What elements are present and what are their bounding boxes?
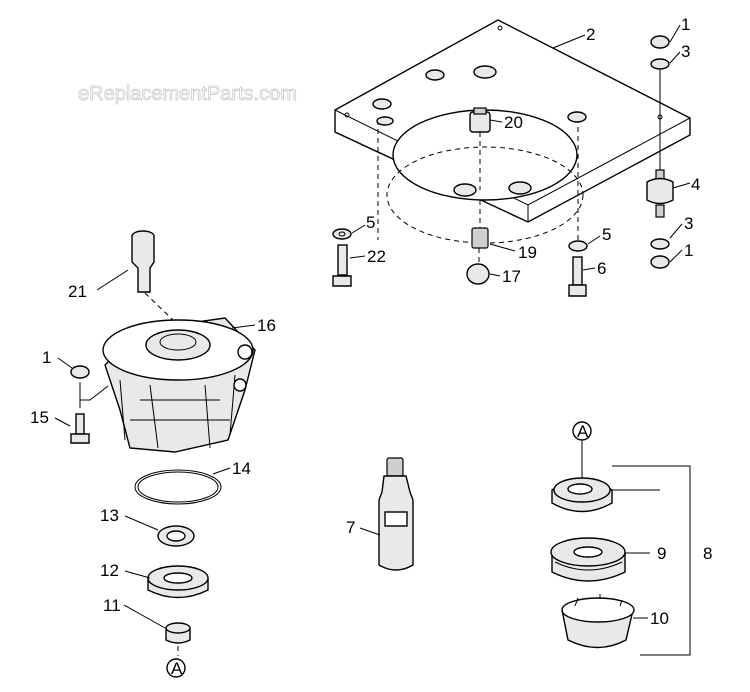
callout-13: 13 — [100, 506, 119, 525]
callout-12: 12 — [100, 561, 119, 580]
callout-10: 10 — [650, 609, 669, 628]
mounting-plate — [334, 19, 691, 244]
svg-text:A: A — [171, 659, 183, 678]
callout-14: 14 — [232, 459, 251, 478]
leader-lines — [54, 24, 691, 629]
nut-part-1-top — [650, 35, 670, 49]
callout-19: 19 — [518, 243, 537, 262]
callout-15: 15 — [30, 408, 49, 427]
cap-part-11 — [165, 622, 191, 656]
oil-bottle-part-7 — [378, 457, 414, 571]
svg-text:A: A — [577, 422, 589, 441]
bearing-part-12 — [147, 565, 209, 599]
reference-marker-a-top: A — [572, 421, 592, 441]
callout-17: 17 — [502, 267, 521, 286]
callout-5-right: 5 — [602, 225, 611, 244]
o-ring-part-14 — [134, 469, 222, 505]
seal-ring-part-13 — [157, 525, 195, 547]
washer-part-5-right — [568, 240, 588, 252]
callout-20: 20 — [504, 113, 523, 132]
bracket-part-8 — [612, 465, 691, 656]
isolator-part-4 — [646, 169, 674, 218]
watermark-text: eReplacementParts.com — [78, 83, 297, 105]
callout-1-top: 1 — [681, 15, 690, 34]
callout-6: 6 — [597, 259, 606, 278]
callout-labels: 1 2 3 20 4 5 22 19 5 3 1 17 6 21 16 1 15… — [30, 15, 712, 628]
callout-21: 21 — [68, 282, 87, 301]
callout-16: 16 — [257, 316, 276, 335]
plate-studs — [372, 65, 587, 197]
housing-part-16 — [102, 317, 256, 453]
callout-5-left: 5 — [366, 213, 375, 232]
fitting-part-20 — [469, 107, 491, 190]
callout-3-bottom: 3 — [684, 214, 693, 233]
boot-part-8-top — [551, 477, 613, 513]
callout-1-left: 1 — [42, 348, 51, 367]
washer-part-3-top — [650, 58, 670, 70]
seal-part-9 — [550, 537, 626, 582]
nut-part-1-bottom — [650, 255, 670, 269]
callout-9: 9 — [657, 544, 666, 563]
pin-part-19 — [471, 200, 489, 249]
cup-part-10 — [561, 594, 635, 649]
callout-22: 22 — [367, 247, 386, 266]
cap-part-17 — [466, 248, 490, 285]
callout-3-top: 3 — [681, 42, 690, 61]
callout-8: 8 — [703, 544, 712, 563]
callout-1-bottom: 1 — [684, 241, 693, 260]
callout-7: 7 — [346, 518, 355, 537]
screw-part-15 — [70, 413, 90, 444]
reference-marker-a-bottom: A — [166, 658, 186, 678]
bolt-part-22 — [332, 244, 352, 287]
washer-part-5-left — [332, 228, 352, 240]
nut-part-1-left — [70, 365, 90, 379]
bolt-part-6 — [568, 256, 587, 297]
callout-2: 2 — [586, 25, 595, 44]
washer-part-3-bottom — [650, 238, 670, 250]
callout-4: 4 — [691, 175, 700, 194]
callout-11: 11 — [103, 596, 121, 615]
sleeve-part-21 — [131, 230, 176, 323]
